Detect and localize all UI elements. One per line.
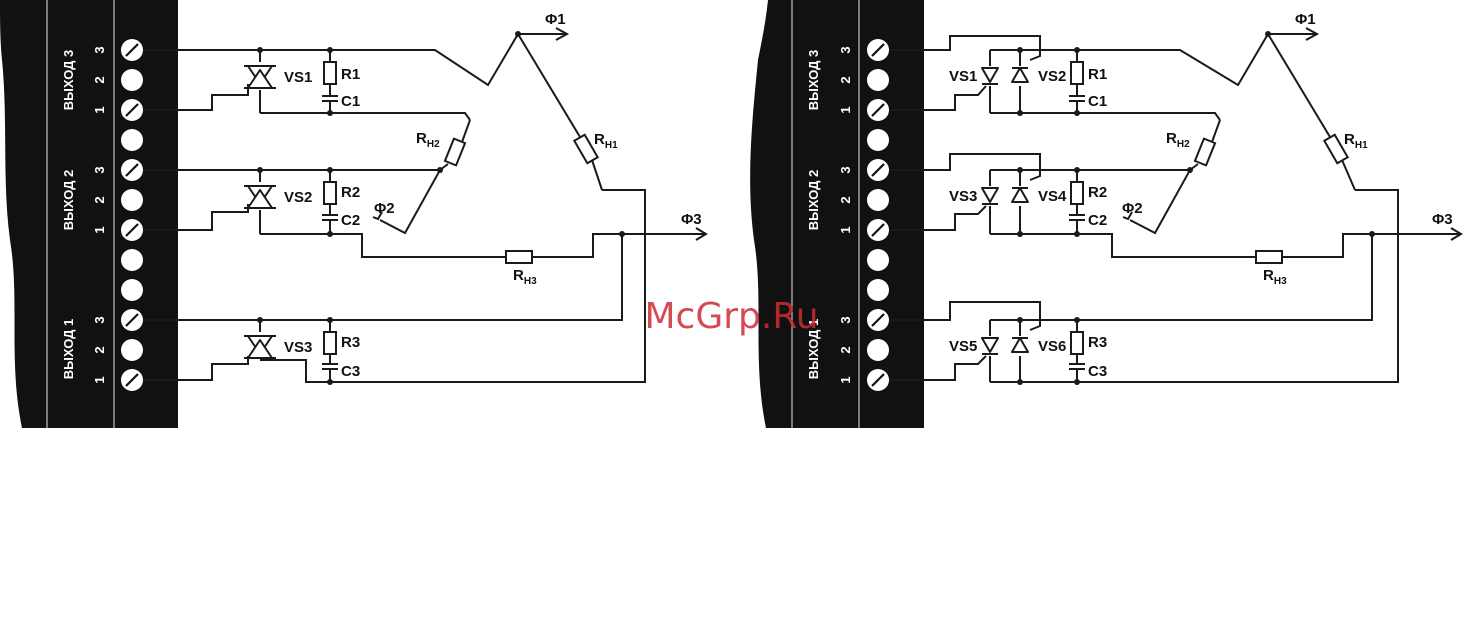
terminal	[121, 189, 143, 211]
label-vs3: VS3	[284, 339, 312, 356]
terminal	[121, 69, 143, 91]
channel-2-wiring	[889, 154, 1460, 257]
terminal-block	[750, 0, 924, 428]
label-r2: R2	[341, 184, 360, 201]
pin-number: 1	[838, 376, 853, 383]
terminal	[121, 339, 143, 361]
rc-snubber-3	[322, 332, 338, 382]
terminal	[121, 279, 143, 301]
label-rn3: RН3	[513, 267, 537, 287]
triac-wiring-diagram: ВЫХОД 3 ВЫХОД 2 ВЫХОД 1 3 2 1 3 2 1 3 2 …	[0, 0, 731, 636]
group-label-output-1: ВЫХОД 1	[61, 319, 76, 380]
rc-snubber-1	[1069, 62, 1085, 113]
rc-snubber-2	[1069, 182, 1085, 234]
terminal	[867, 279, 889, 301]
thyristor-vs4	[1012, 188, 1028, 202]
rc-snubber-1	[322, 62, 338, 113]
label-vs2: VS2	[1038, 68, 1066, 85]
label-rn2: RН2	[416, 130, 440, 150]
load-resistor-rn2	[445, 139, 465, 166]
group-label-output-2: ВЫХОД 2	[61, 170, 76, 231]
group-label-output-3: ВЫХОД 3	[61, 50, 76, 111]
terminal	[867, 129, 889, 151]
thyristor-wiring-svg: ВЫХОД 3 ВЫХОД 2 ВЫХОД 1 3 2 1 3 2 1 3 2 …	[746, 0, 1463, 636]
label-r1: R1	[1088, 66, 1107, 83]
pin-number: 3	[838, 46, 853, 53]
label-phase-2: Φ2	[374, 200, 395, 217]
label-c2: C2	[341, 212, 360, 229]
label-c3: C3	[1088, 363, 1107, 380]
pin-number: 2	[92, 76, 107, 83]
thyristor-vs1	[982, 68, 998, 84]
triac-vs3	[244, 336, 276, 358]
pin-number: 2	[92, 346, 107, 353]
pin-number: 3	[92, 316, 107, 323]
label-c3: C3	[341, 363, 360, 380]
terminal	[867, 339, 889, 361]
label-vs6: VS6	[1038, 338, 1066, 355]
pin-number: 2	[838, 346, 853, 353]
thyristor-vs6	[1012, 338, 1028, 352]
thyristor-vs2	[1012, 68, 1028, 82]
label-r2: R2	[1088, 184, 1107, 201]
thyristor-vs5	[982, 338, 998, 354]
pin-number: 1	[838, 106, 853, 113]
pin-number: 1	[92, 226, 107, 233]
label-rn1: RН1	[594, 131, 618, 151]
label-rn1: RН1	[1344, 131, 1368, 151]
rc-snubber-3	[1069, 332, 1085, 382]
pin-number: 3	[92, 166, 107, 173]
label-r3: R3	[1088, 334, 1107, 351]
label-phase-1: Φ1	[1295, 11, 1316, 28]
thyristor-wiring-diagram: ВЫХОД 3 ВЫХОД 2 ВЫХОД 1 3 2 1 3 2 1 3 2 …	[746, 0, 1463, 636]
channel-2-wiring	[143, 167, 705, 257]
terminal	[121, 249, 143, 271]
pin-number: 2	[838, 196, 853, 203]
load-resistor-rn3	[506, 251, 532, 263]
group-label-output-1: ВЫХОД 1	[806, 319, 821, 380]
pin-number: 1	[92, 106, 107, 113]
load-resistor-rn2	[1195, 139, 1215, 166]
terminal	[121, 129, 143, 151]
terminal	[867, 189, 889, 211]
terminal	[867, 69, 889, 91]
terminal	[867, 249, 889, 271]
label-phase-3: Φ3	[681, 211, 702, 228]
label-phase-3: Φ3	[1432, 211, 1453, 228]
label-r1: R1	[341, 66, 360, 83]
rc-snubber-2	[322, 182, 338, 234]
label-vs4: VS4	[1038, 188, 1067, 205]
label-rn2: RН2	[1166, 130, 1190, 150]
group-label-output-2: ВЫХОД 2	[806, 170, 821, 231]
pin-number: 2	[838, 76, 853, 83]
thyristor-vs3	[982, 188, 998, 204]
pin-number: 1	[838, 226, 853, 233]
label-vs3: VS3	[949, 188, 977, 205]
triac-wiring-svg: ВЫХОД 3 ВЫХОД 2 ВЫХОД 1 3 2 1 3 2 1 3 2 …	[0, 0, 731, 636]
pin-number: 1	[92, 376, 107, 383]
label-vs5: VS5	[949, 338, 977, 355]
load-resistor-rn3	[1256, 251, 1282, 263]
channel-1-wiring	[889, 190, 1398, 385]
group-label-output-3: ВЫХОД 3	[806, 50, 821, 111]
label-c1: C1	[341, 93, 360, 110]
label-phase-2: Φ2	[1122, 200, 1143, 217]
label-r3: R3	[341, 334, 360, 351]
label-rn3: RН3	[1263, 267, 1287, 287]
terminal-block	[0, 0, 178, 428]
pin-number: 3	[838, 316, 853, 323]
label-vs1: VS1	[949, 68, 977, 85]
pin-number: 2	[92, 196, 107, 203]
pin-number: 3	[838, 166, 853, 173]
label-phase-1: Φ1	[545, 11, 566, 28]
channel-1-wiring	[143, 190, 645, 385]
label-vs2: VS2	[284, 189, 312, 206]
label-vs1: VS1	[284, 69, 312, 86]
label-c2: C2	[1088, 212, 1107, 229]
pin-number: 3	[92, 46, 107, 53]
label-c1: C1	[1088, 93, 1107, 110]
